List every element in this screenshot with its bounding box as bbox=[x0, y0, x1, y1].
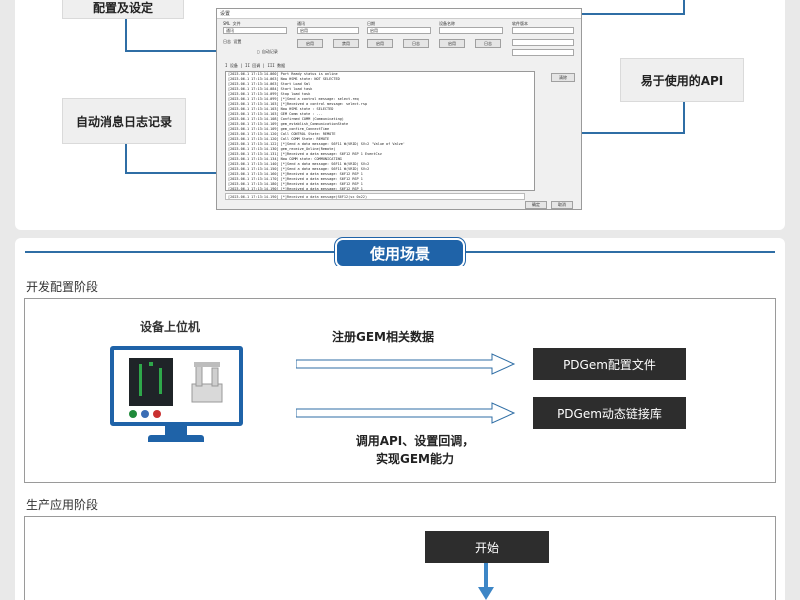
connector-log-h bbox=[125, 172, 225, 174]
sw-button-2[interactable]: 启用 bbox=[367, 39, 393, 48]
sw-field-5[interactable] bbox=[512, 39, 574, 46]
callout-log-label: 自动消息日志记录 bbox=[75, 114, 172, 129]
log-line: [2023-06-1 17:13:14.099] [*]Send a contr… bbox=[228, 97, 359, 101]
sw-label-4: 软件版本 bbox=[512, 21, 528, 26]
log-line: [2023-06-1 17:13:14.190] [*]Received a d… bbox=[228, 187, 363, 191]
sw-label-3: 设备名称 bbox=[439, 21, 455, 26]
log-line: [2023-06-1 17:13:14.140] [*]Send a data … bbox=[228, 162, 370, 166]
callout-log: 自动消息日志记录 bbox=[62, 98, 186, 144]
log-line: [2023-06-1 17:13:14.122] [*]Send a data … bbox=[228, 142, 406, 146]
sw-field-6[interactable] bbox=[512, 49, 574, 56]
log-line: [2023-06-1 17:13:14.130] gem_receive_Onl… bbox=[228, 147, 336, 151]
status-dot-red bbox=[153, 410, 161, 418]
ok-button[interactable]: 确定 bbox=[525, 201, 547, 209]
monitor-icon bbox=[110, 346, 243, 426]
sw-button-1[interactable]: 禁用 bbox=[333, 39, 359, 48]
sw-button-0[interactable]: 启用 bbox=[297, 39, 323, 48]
log-line: [2023-06-1 17:13:14.060] Port Ready stat… bbox=[228, 72, 338, 76]
cancel-button[interactable]: 取消 bbox=[551, 201, 573, 209]
arrow2 bbox=[296, 402, 516, 424]
monitor-dark-panel bbox=[129, 358, 173, 406]
sw-field-3[interactable] bbox=[439, 27, 503, 34]
log-line: [2023-06-1 17:13:14.150] [*]Send a data … bbox=[228, 167, 370, 171]
dll-box: PDGem动态链接库 bbox=[533, 397, 686, 429]
log-line: [2023-06-1 17:13:14.109] gem_confirm_Con… bbox=[228, 127, 330, 131]
callout-api: 易于使用的API bbox=[620, 58, 744, 102]
monitor-base bbox=[148, 435, 204, 442]
log-line: [2023-06-1 17:13:14.108] Confirmed COMM … bbox=[228, 117, 344, 121]
callout-config: 配置及设定 bbox=[62, 0, 184, 19]
connector-config-v bbox=[125, 19, 127, 51]
log-line: [2023-06-1 17:13:14.084] Start load task bbox=[228, 87, 313, 91]
log-line: [2023-06-1 17:13:14.170] [*]Received a d… bbox=[228, 177, 363, 181]
stage2-title: 生产应用阶段 bbox=[26, 498, 99, 512]
connector-api-v bbox=[683, 102, 685, 133]
stage2-box bbox=[24, 516, 776, 600]
connector-log-v bbox=[125, 144, 127, 173]
start-box: 开始 bbox=[425, 531, 549, 563]
log-line: [2023-06-1 17:13:14.109] gem_establish_C… bbox=[228, 122, 349, 126]
log-line: [2023-06-1 17:13:14.103] GEM Comm state … bbox=[228, 112, 323, 116]
start-label: 开始 bbox=[474, 540, 499, 555]
config-file-label: PDGem配置文件 bbox=[563, 357, 656, 372]
arrow2-label-line2: 实现GEM能力 bbox=[376, 452, 454, 466]
arrow1-label: 注册GEM相关数据 bbox=[332, 330, 434, 344]
log-line: [2023-06-1 17:13:14.160] [*]Received a d… bbox=[228, 172, 363, 176]
status-dot-green bbox=[129, 410, 137, 418]
config-file-box: PDGem配置文件 bbox=[533, 348, 686, 380]
sw-clear-button[interactable]: 清除 bbox=[551, 73, 575, 82]
log-panel[interactable]: [2023-06-1 17:13:14.060] Port Ready stat… bbox=[225, 71, 535, 191]
log-line: [2023-06-1 17:13:14.131] [*]Received a d… bbox=[228, 152, 382, 156]
device-label: 设备上位机 bbox=[140, 320, 201, 334]
log-line: [2023-06-1 17:13:14.103] Now HSMS state … bbox=[228, 107, 334, 111]
start-arrow bbox=[478, 563, 494, 600]
sw-button-3[interactable]: 日志 bbox=[403, 39, 429, 48]
software-window-title: 设置 bbox=[217, 9, 581, 19]
arrow1 bbox=[296, 353, 516, 375]
sw-field-1[interactable]: 启用 bbox=[297, 27, 359, 34]
machine-icon bbox=[191, 362, 223, 403]
sw-sub-label: 日志 设置 bbox=[223, 39, 242, 44]
status-line: [2023-06-1 17:13:14.190] [*]Received a d… bbox=[225, 193, 525, 200]
log-line: [2023-06-1 17:13:14.099] Stop load task bbox=[228, 92, 311, 96]
sw-field-0[interactable]: 通讯 bbox=[223, 27, 287, 34]
sw-field-2[interactable]: 启用 bbox=[367, 27, 431, 34]
sw-button-5[interactable]: 日志 bbox=[475, 39, 501, 48]
connector-top-h bbox=[570, 13, 685, 15]
connector-top-v bbox=[683, 0, 685, 14]
monitor-neck bbox=[165, 426, 187, 436]
sw-field-4[interactable] bbox=[512, 27, 574, 34]
log-line: [2023-06-1 17:13:14.063] Now HSMS state:… bbox=[228, 77, 340, 81]
connector-config-h bbox=[125, 50, 225, 52]
callout-config-label: 配置及设定 bbox=[92, 0, 153, 15]
log-line: [2023-06-1 17:13:14.180] [*]Received a d… bbox=[228, 182, 363, 186]
arrow2-label-line1: 调用API、设置回调， bbox=[355, 434, 475, 448]
sw-checkbox[interactable]: □ 自动记录 bbox=[257, 49, 278, 54]
callout-api-label: 易于使用的API bbox=[640, 73, 724, 88]
log-line: [2023-06-1 17:13:14.103] [*]Received a c… bbox=[228, 102, 368, 106]
log-line: [2023-06-1 17:13:14.120] Call CONTROL St… bbox=[228, 132, 336, 136]
sw-button-4[interactable]: 启用 bbox=[439, 39, 465, 48]
sw-label-0: SML 文件 bbox=[223, 21, 241, 26]
status-dot-blue bbox=[141, 410, 149, 418]
section-title: 使用场景 bbox=[335, 238, 465, 268]
log-lines: [2023-06-1 17:13:14.060] Port Ready stat… bbox=[226, 72, 534, 191]
sw-label-1: 通讯 bbox=[297, 21, 305, 26]
log-line: [2023-06-1 17:13:14.120] Call COMM State… bbox=[228, 137, 330, 141]
log-line: [2023-06-1 17:13:14.134] Now COMM state:… bbox=[228, 157, 342, 161]
stage1-title: 开发配置阶段 bbox=[26, 280, 99, 294]
software-window: 设置 SML 文件 通讯 日期 设备名称 软件版本 通讯 启用 启用 日志 设置… bbox=[216, 8, 582, 210]
sw-tabs[interactable]: I 设备 | II 回调 | III 数据 bbox=[225, 63, 286, 68]
log-line: [2023-06-1 17:13:14.063] Start Load Sml bbox=[228, 82, 311, 86]
sw-label-2: 日期 bbox=[367, 21, 375, 26]
connector-api-h bbox=[568, 132, 685, 134]
dll-label: PDGem动态链接库 bbox=[557, 406, 662, 421]
